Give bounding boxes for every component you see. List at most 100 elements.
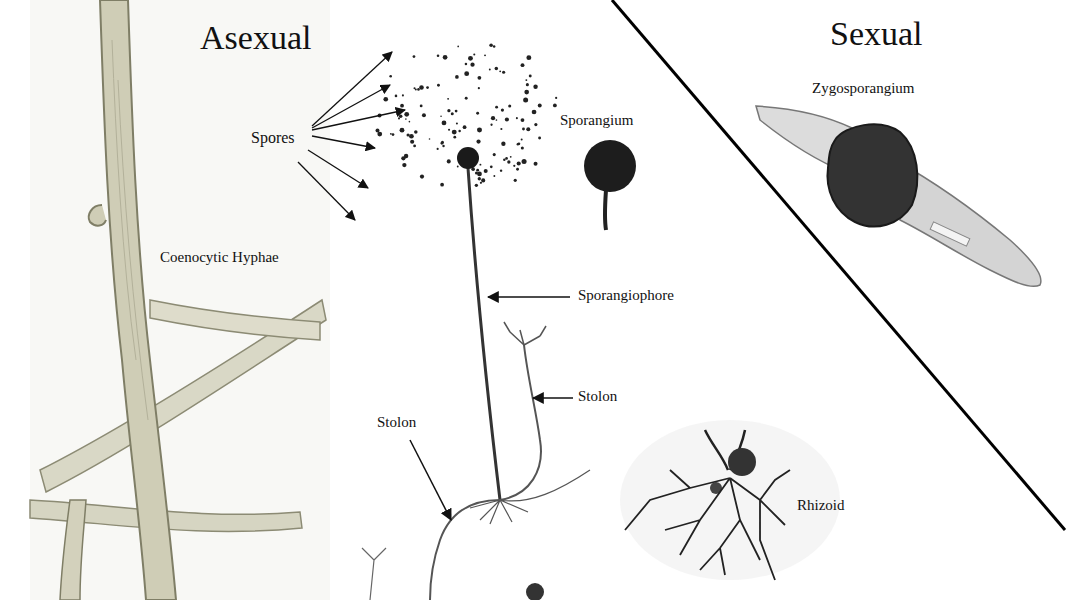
spore	[526, 127, 530, 131]
leader-arrow	[488, 296, 570, 298]
spore	[508, 104, 511, 107]
spore	[455, 75, 459, 79]
spore	[484, 54, 486, 56]
spore	[553, 104, 557, 108]
spore	[456, 123, 458, 125]
spore	[490, 124, 492, 126]
spore	[522, 159, 527, 164]
spore	[538, 103, 542, 107]
spore	[426, 86, 429, 89]
zygospore	[827, 124, 917, 226]
spore	[453, 136, 456, 139]
spore	[517, 161, 521, 165]
part-label: Rhizoid	[797, 497, 845, 514]
spore	[532, 110, 537, 115]
hyphae-figure	[30, 0, 330, 600]
rhizoid-cluster	[470, 470, 590, 524]
spore	[500, 169, 502, 171]
section-heading: Asexual	[200, 18, 311, 57]
stolon	[500, 345, 541, 500]
spore	[402, 94, 404, 96]
spore	[495, 67, 498, 70]
spore	[505, 117, 509, 121]
hypha	[60, 500, 86, 600]
spore	[419, 85, 424, 90]
stolon	[430, 500, 500, 600]
hypha	[40, 300, 326, 492]
spore	[383, 97, 388, 102]
spore	[465, 97, 468, 100]
spore	[437, 148, 439, 150]
spore	[555, 97, 557, 99]
spore	[404, 112, 409, 117]
spore	[477, 76, 481, 80]
spore	[409, 121, 411, 123]
spore	[452, 130, 457, 135]
spore	[534, 123, 537, 126]
spore	[534, 162, 538, 166]
spore	[402, 163, 406, 167]
spore	[526, 83, 529, 86]
spore	[495, 106, 498, 109]
spore	[481, 178, 485, 182]
cytoplasm-texture	[112, 40, 148, 420]
spore	[503, 158, 506, 161]
spore	[476, 112, 479, 115]
spore	[457, 166, 459, 168]
spore	[496, 119, 498, 121]
spore	[420, 104, 423, 107]
hypha	[100, 0, 176, 600]
stolon-tip	[504, 322, 546, 345]
spore	[470, 63, 474, 67]
sporangiophore-stalk	[468, 168, 500, 500]
spore	[413, 87, 415, 89]
spore	[518, 142, 521, 145]
part-label: Zygosporangium	[812, 80, 915, 97]
spore	[493, 175, 495, 177]
part-label: Spores	[251, 129, 295, 147]
spore	[516, 117, 518, 119]
spore-cloud	[376, 43, 558, 187]
spore	[409, 134, 414, 139]
spore	[447, 159, 451, 163]
spore	[468, 56, 473, 61]
spore	[491, 116, 495, 120]
leader-arrow	[410, 440, 451, 520]
spore	[422, 113, 426, 117]
section-divider	[612, 0, 1065, 530]
spore	[447, 109, 450, 112]
sporangium-closeup	[584, 140, 636, 192]
spore	[429, 138, 431, 140]
spore	[443, 55, 448, 60]
spore	[489, 69, 491, 71]
spore	[521, 63, 525, 67]
spore	[395, 95, 398, 98]
spore	[501, 142, 505, 146]
spore	[505, 157, 508, 160]
leader-arrow	[312, 110, 405, 130]
spore	[510, 156, 512, 158]
leader-arrow	[533, 397, 573, 399]
rhizoid-branches	[625, 470, 790, 580]
spore	[473, 53, 475, 55]
spore	[501, 108, 504, 111]
spore	[516, 168, 519, 171]
zygosporangium-figure	[756, 106, 1041, 286]
spore	[451, 112, 454, 115]
spore	[441, 142, 444, 145]
spore	[440, 183, 444, 187]
spore	[442, 145, 444, 147]
spore	[524, 90, 529, 95]
spore	[399, 114, 403, 118]
leader-arrow	[308, 150, 368, 188]
spore	[493, 153, 496, 156]
part-label: Sporangiophore	[578, 287, 674, 304]
spore	[514, 179, 517, 182]
spore	[448, 129, 450, 131]
spore	[437, 84, 440, 87]
spore	[477, 128, 482, 133]
spore	[392, 133, 395, 136]
spore	[410, 140, 414, 144]
spore	[525, 79, 527, 81]
